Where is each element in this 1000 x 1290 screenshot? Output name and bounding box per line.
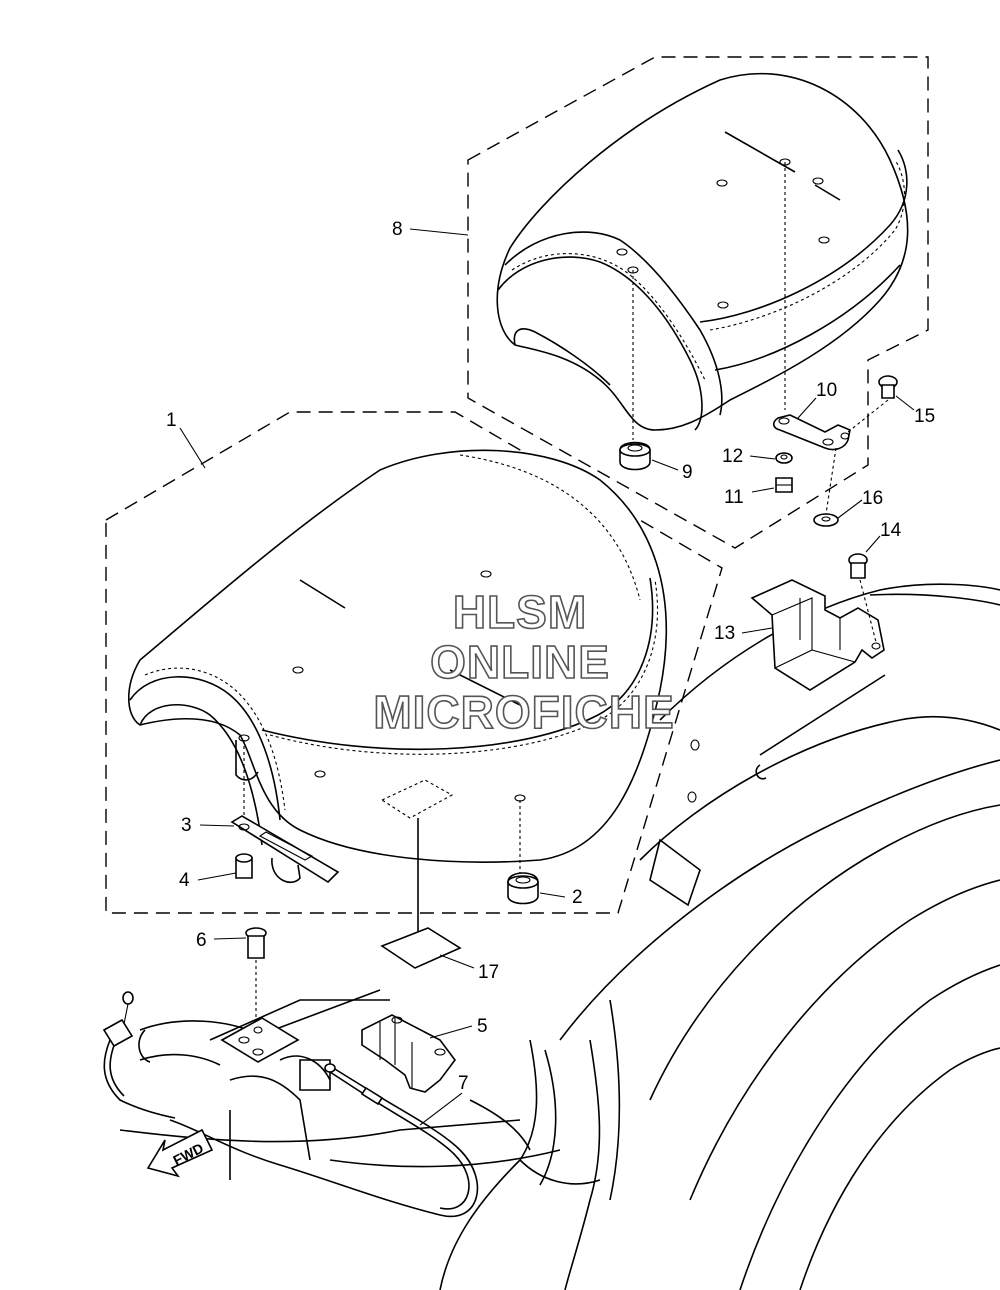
rear-seat-group (467, 56, 929, 549)
part-label-7: 7 (458, 1073, 469, 1094)
watermark-line-1: HLSM (453, 586, 587, 638)
frame-and-lock: FWD (102, 927, 621, 1290)
part-label-16: 16 (862, 488, 883, 509)
part-label-17: 17 (478, 962, 499, 983)
bracket-13 (750, 579, 885, 691)
part-label-11: 11 (724, 487, 744, 508)
front-seat-group-boundary (105, 411, 723, 914)
part-label-1: 1 (166, 410, 177, 431)
label-17 (380, 927, 462, 969)
part-label-13: 13 (714, 623, 735, 644)
part-label-9: 9 (682, 462, 693, 483)
part-label-15: 15 (914, 406, 935, 427)
part-label-5: 5 (477, 1016, 488, 1037)
rear-seat-group-boundary (467, 56, 929, 549)
washer-16 (813, 513, 839, 527)
watermark-line-2: ONLINE (430, 636, 610, 688)
part-label-10: 10 (816, 380, 837, 401)
part-label-2: 2 (572, 887, 583, 908)
watermark: HLSM ONLINE MICROFICHE (373, 585, 675, 739)
part-label-12: 12 (722, 446, 743, 467)
cable-clip (102, 1018, 134, 1048)
part-label-4: 4 (179, 870, 190, 891)
front-seat-group (105, 411, 723, 950)
part-label-8: 8 (392, 219, 403, 240)
watermark-line-3: MICROFICHE (373, 686, 674, 738)
front-seat (128, 449, 667, 863)
seat-lock-5 (361, 1014, 456, 1093)
fender-and-bracket (559, 553, 1000, 1290)
rear-seat (496, 72, 909, 431)
fwd-arrow: FWD (146, 1128, 214, 1178)
part-number-labels: 1 2 3 4 5 6 7 8 9 10 11 12 13 14 15 16 1… (166, 219, 935, 1094)
callout-leaders (179, 228, 915, 1126)
bracket-10 (772, 414, 851, 451)
part-label-6: 6 (196, 930, 207, 951)
part-label-14: 14 (880, 520, 902, 541)
washer-12 (775, 452, 793, 464)
part-label-3: 3 (181, 815, 192, 836)
seat-lock-cable-7 (169, 1065, 479, 1218)
